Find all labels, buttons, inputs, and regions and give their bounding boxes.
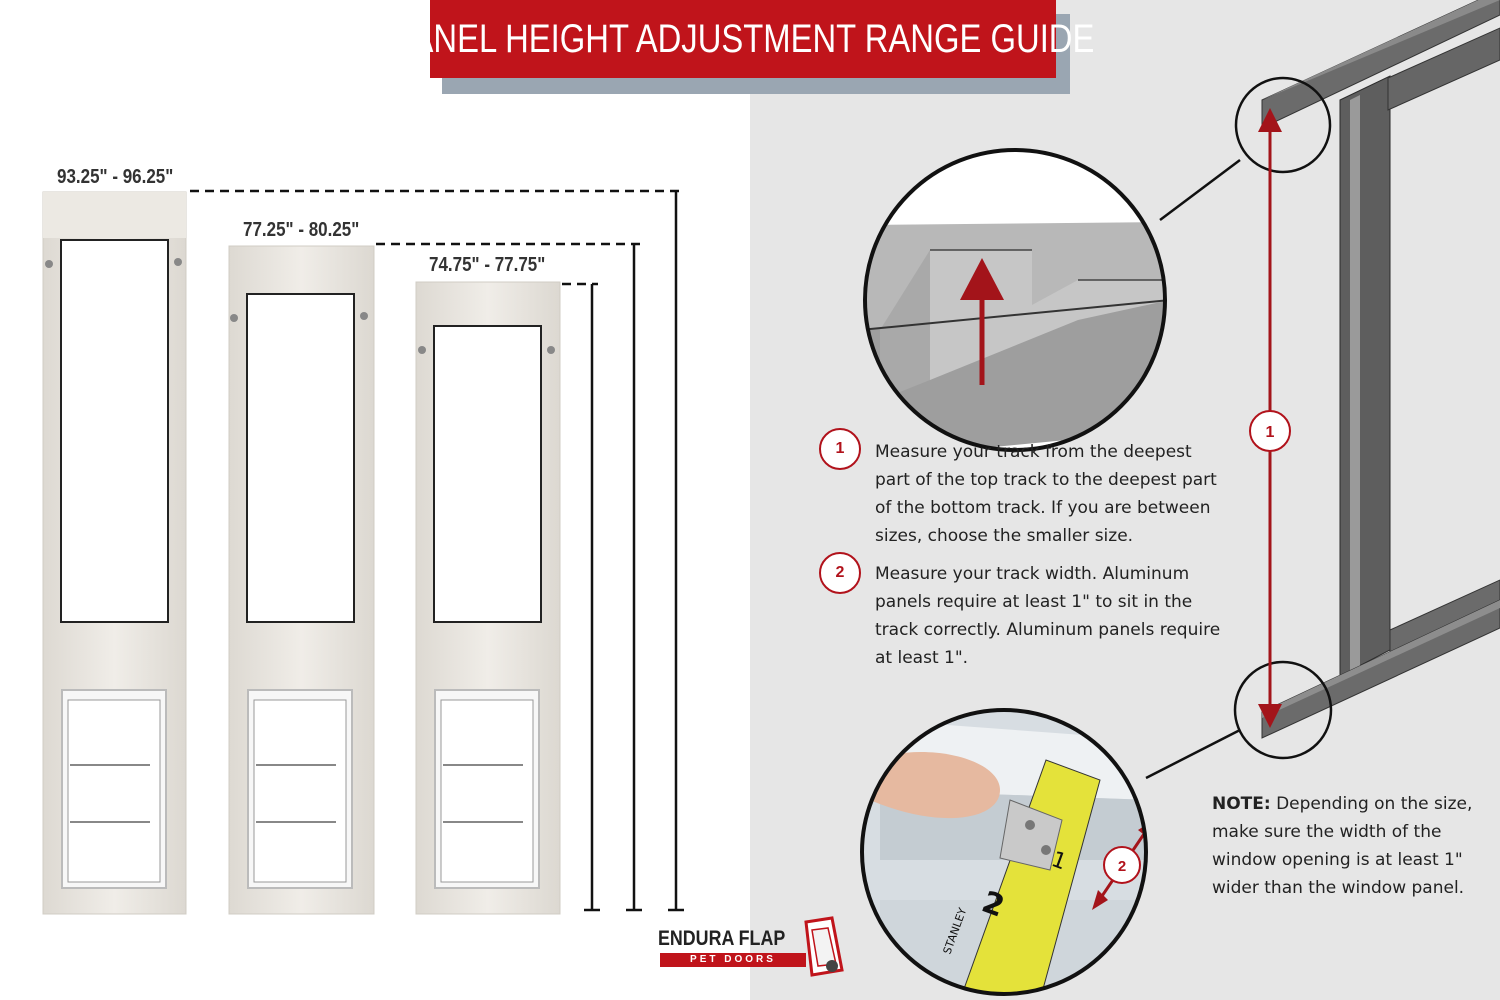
note-text: Depending on the size, make sure the wid… bbox=[1212, 794, 1473, 898]
marker-width: 2 bbox=[1103, 846, 1141, 884]
brand-logo: ENDURA FLAP PET DOORS bbox=[658, 915, 858, 985]
door-panel-small bbox=[415, 281, 561, 915]
track-profile-zoom bbox=[863, 148, 1167, 452]
logo-sub-text: PET DOORS bbox=[660, 953, 806, 967]
panel-label-small: 74.75" - 77.75" bbox=[429, 254, 546, 276]
step-2-badge: 2 bbox=[819, 552, 861, 594]
step-2-text: Measure your track width. Aluminum panel… bbox=[875, 564, 1221, 668]
door-panel-large bbox=[42, 191, 187, 915]
step-1-text: Measure your track from the deepest part… bbox=[875, 442, 1217, 546]
door-panel-medium bbox=[228, 245, 375, 915]
step-2: 2 Measure your track width. Aluminum pan… bbox=[819, 552, 1225, 672]
marker-height: 1 bbox=[1249, 410, 1291, 452]
marker-width-label: 2 bbox=[1118, 858, 1126, 875]
height-dimension-lines bbox=[190, 189, 684, 912]
sliding-door-frame-diagram bbox=[1145, 0, 1500, 780]
step-1: 1 Measure your track from the deepest pa… bbox=[819, 428, 1225, 550]
marker-height-label: 1 bbox=[1266, 424, 1275, 441]
title-banner: PANEL HEIGHT ADJUSTMENT RANGE GUIDE bbox=[392, 0, 1094, 78]
tape-measure-photo: 1 2 STANLEY bbox=[860, 708, 1148, 996]
logo-pet-door-icon bbox=[804, 916, 844, 977]
step-1-badge: 1 bbox=[819, 428, 861, 470]
panel-label-large: 93.25" - 96.25" bbox=[57, 166, 174, 188]
note-label: NOTE: bbox=[1212, 794, 1271, 814]
panel-label-medium: 77.25" - 80.25" bbox=[243, 219, 360, 241]
logo-main-text: ENDURA FLAP bbox=[658, 927, 786, 950]
note-box: NOTE: Depending on the size, make sure t… bbox=[1212, 790, 1484, 902]
page-title: PANEL HEIGHT ADJUSTMENT RANGE GUIDE bbox=[391, 16, 1095, 61]
